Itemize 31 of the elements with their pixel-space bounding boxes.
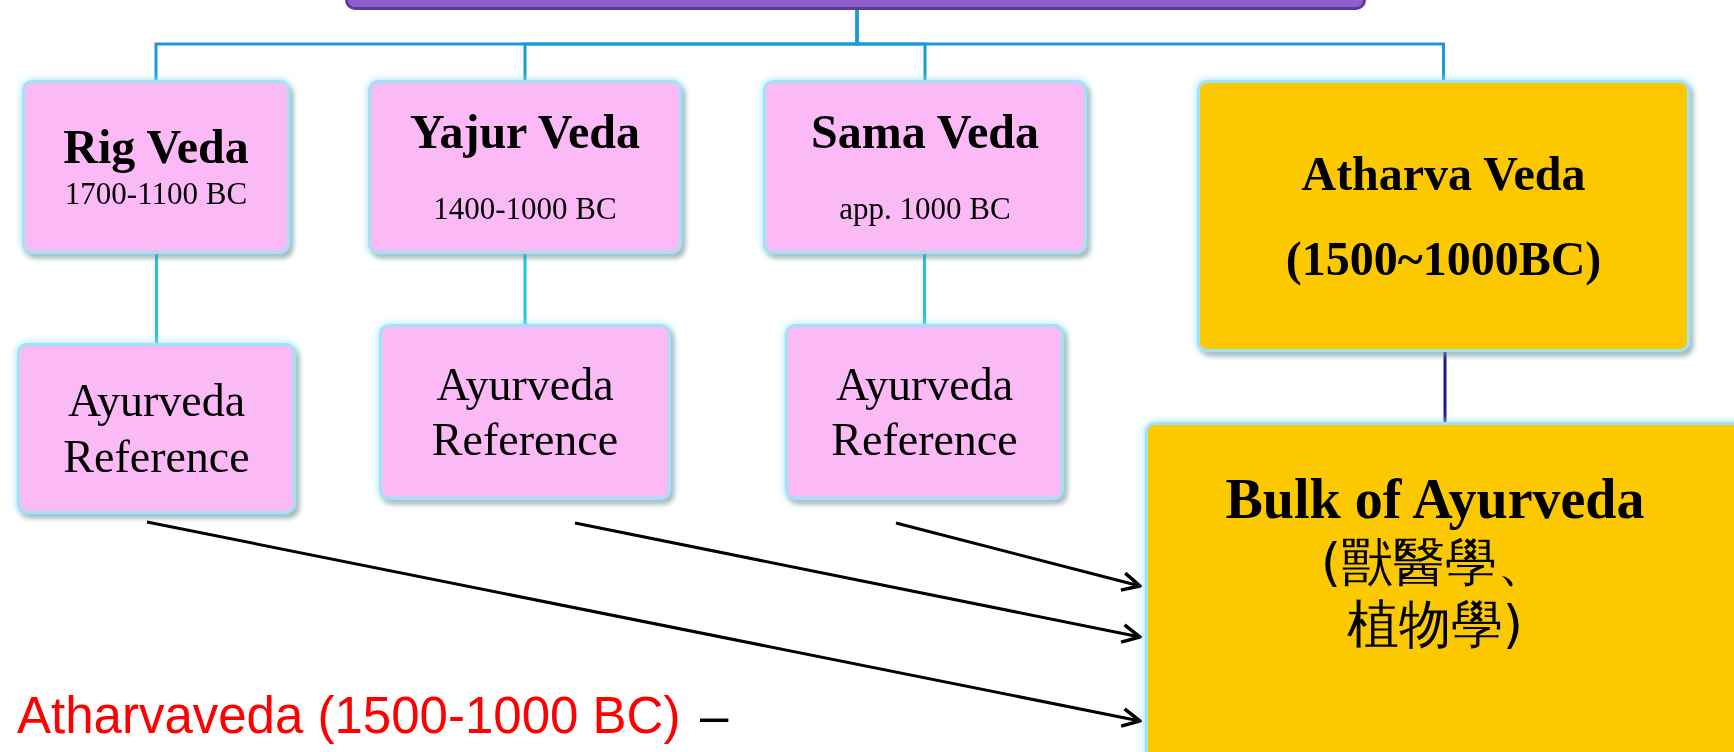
box-title: Sama Veda bbox=[810, 104, 1040, 160]
arrow bbox=[574, 521, 1142, 644]
box-title: Ayurveda Reference bbox=[430, 357, 620, 467]
arrow bbox=[146, 520, 1142, 728]
box-title: Rig Veda bbox=[63, 119, 249, 175]
text-box bbox=[22, 80, 290, 254]
box-subtitle: app. 1000 BC bbox=[839, 190, 1011, 229]
box-title: Bulk of Ayurveda bbox=[1225, 469, 1645, 531]
text-box bbox=[368, 80, 682, 254]
box-title: Atharva Veda bbox=[1301, 145, 1586, 201]
text-box bbox=[1145, 422, 1734, 752]
box-subtitle: (1500~1000BC) bbox=[1285, 231, 1602, 287]
box-title: Ayurveda Reference bbox=[830, 357, 1019, 467]
connector-line bbox=[155, 254, 158, 343]
box-subtitle: 1700-1100 BC bbox=[64, 175, 248, 214]
note-text: Atharvaveda (1500-1000 BC) bbox=[17, 686, 681, 745]
connector-line bbox=[855, 10, 1445, 80]
connector-line bbox=[523, 254, 527, 324]
box-subtitle: (獸醫學、植物學) bbox=[1319, 530, 1551, 656]
text-box bbox=[379, 324, 671, 500]
connector-line bbox=[1443, 352, 1447, 422]
text-box bbox=[785, 324, 1064, 500]
box-title: Yajur Veda bbox=[410, 104, 640, 160]
connector-line bbox=[923, 254, 926, 324]
text-box bbox=[763, 80, 1087, 254]
dash-text: – bbox=[700, 686, 729, 745]
box-subtitle: 1400-1000 BC bbox=[433, 190, 617, 229]
text-box bbox=[1197, 80, 1690, 352]
text-box bbox=[17, 343, 296, 514]
box-title: Ayurveda Reference bbox=[62, 374, 251, 484]
arrow bbox=[895, 521, 1142, 592]
